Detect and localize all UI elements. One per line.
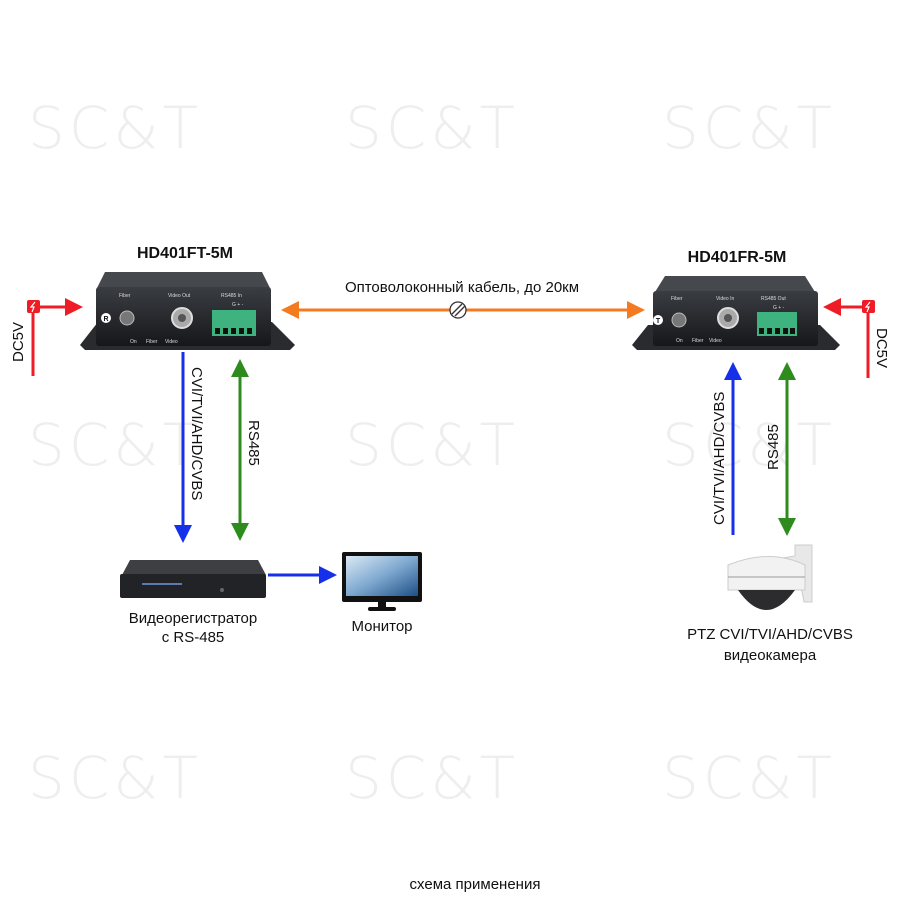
monitor-label: Монитор	[351, 618, 412, 635]
watermark-logo: SC&T	[345, 411, 519, 479]
video-link-label: CVI/TVI/AHD/CVBS	[188, 367, 205, 500]
video-link-label: CVI/TVI/AHD/CVBS	[711, 392, 728, 525]
power-right: DC5V	[823, 298, 890, 378]
led-label: Video	[709, 338, 722, 344]
dvr-label: с RS-485	[162, 629, 225, 646]
camera-icon	[727, 556, 806, 591]
footer-caption: схема применения	[410, 876, 541, 893]
fiber-cable-link: Оптоволоконный кабель, до 20км	[281, 279, 645, 319]
badge-letter: T	[656, 318, 661, 325]
port-label: G + -	[232, 302, 244, 308]
fiber-cable-label: Оптоволоконный кабель, до 20км	[345, 279, 579, 296]
power-label: DC5V	[873, 328, 890, 368]
fiber-port-icon	[671, 312, 687, 328]
receiver-title: HD401FR-5M	[688, 249, 787, 266]
left-links: CVI/TVI/AHD/CVBS RS485	[174, 352, 337, 584]
badge-letter: R	[103, 316, 108, 323]
watermark-logo: SC&T	[662, 94, 836, 162]
fiber-port-icon	[119, 310, 135, 326]
watermarks: SC&T SC&T SC&T SC&T SC&T SC&T SC&T SC&T …	[28, 94, 836, 812]
camera: PTZ CVI/TVI/AHD/CVBS видеокамера	[687, 544, 853, 664]
cable-break-icon	[449, 301, 467, 319]
right-links: CVI/TVI/AHD/CVBS RS485	[711, 362, 796, 536]
transmitter-title: HD401FT-5M	[137, 245, 233, 262]
port-label: Fiber	[671, 296, 683, 302]
power-label: DC5V	[10, 322, 27, 362]
port-label: Fiber	[119, 293, 131, 299]
led-label: Fiber	[692, 338, 704, 344]
watermark-logo: SC&T	[28, 744, 202, 812]
transmitter-device: HD401FT-5M Fiber Video Out RS485 In G + …	[80, 245, 295, 350]
watermark-logo: SC&T	[28, 94, 202, 162]
dvr: Видеорегистратор с RS-485	[120, 560, 266, 646]
dvr-icon	[120, 574, 266, 598]
led-label: On	[676, 338, 683, 344]
watermark-logo: SC&T	[662, 411, 836, 479]
dvr-label: Видеорегистратор	[129, 610, 257, 627]
led-label: Video	[165, 339, 178, 345]
camera-label: видеокамера	[724, 647, 817, 664]
receiver-device: HD401FR-5M Fiber Video In RS485 Out G + …	[632, 249, 840, 350]
led-label: Fiber	[146, 339, 158, 345]
watermark-logo: SC&T	[345, 94, 519, 162]
badge	[101, 313, 111, 323]
power-left: DC5V	[10, 298, 83, 376]
port-label: RS485 In	[221, 293, 242, 299]
port-label: G + -	[773, 305, 785, 311]
watermark-logo: SC&T	[28, 411, 202, 479]
port-label: Video Out	[168, 293, 191, 299]
badge	[653, 315, 663, 325]
monitor: Монитор	[342, 552, 422, 635]
port-label: RS485 Out	[761, 296, 786, 302]
watermark-logo: SC&T	[662, 744, 836, 812]
camera-label: PTZ CVI/TVI/AHD/CVBS	[687, 626, 853, 643]
port-label: Video In	[716, 296, 734, 302]
rs485-link-label: RS485	[245, 420, 262, 466]
rs485-link-label: RS485	[765, 424, 782, 470]
watermark-logo: SC&T	[345, 744, 519, 812]
led-label: On	[130, 339, 137, 345]
